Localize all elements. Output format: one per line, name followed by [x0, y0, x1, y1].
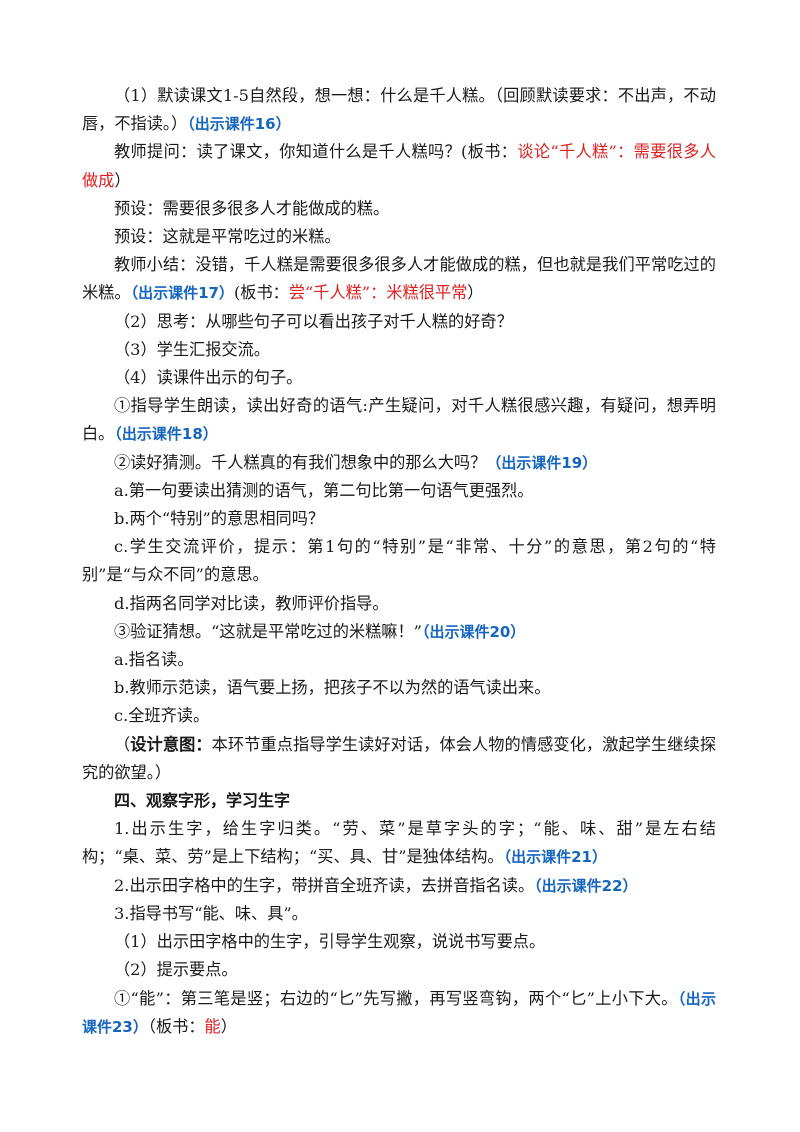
paragraph: b.两个“特别”的意思相同吗？	[82, 505, 716, 533]
text-run: ①指导学生朗读，读出好奇的语气:产生疑问，对千人糕很感兴趣，有疑问，想弄明白。	[82, 396, 716, 444]
paragraph: b.教师示范读，语气要上扬，把孩子不以为然的语气读出来。	[82, 674, 716, 702]
text-run: （4）读课件出示的句子。	[114, 368, 303, 388]
text-run: 教师提问：读了课文，你知道什么是千人糕吗？(板书：	[114, 142, 518, 162]
paragraph: （2）提示要点。	[82, 956, 716, 984]
paragraph: d.指两名同学对比读，教师评价指导。	[82, 590, 716, 618]
paragraph: （1）出示田字格中的生字，引导学生观察，说说书写要点。	[82, 928, 716, 956]
text-run: 预设：需要很多很多人才能做成的糕。	[114, 198, 390, 218]
paragraph: ②读好猜测。千人糕真的有我们想象中的那么大吗？（出示课件19）	[82, 449, 716, 477]
text-run: (板书：	[233, 283, 289, 303]
paragraph: ①“能”：第三笔是竖；右边的“匕”先写撇，再写竖弯钩，两个“匕”上小下大。（出示…	[82, 985, 716, 1041]
text-run: 1.出示生字，给生字归类。“劳、菜”是草字头的字；“能、味、甜”是左右结构；“桌…	[82, 819, 716, 867]
text-run: ）	[114, 170, 131, 190]
paragraph: 教师提问：读了课文，你知道什么是千人糕吗？(板书：谈论“千人糕”：需要很多人做成…	[82, 138, 716, 194]
text-run: b.两个“特别”的意思相同吗？	[114, 509, 325, 529]
paragraph: 教师小结：没错，千人糕是需要很多很多人才能做成的糕，但也就是我们平常吃过的米糕。…	[82, 251, 716, 307]
text-run: a.第一句要读出猜测的语气，第二句比第一句语气更强烈。	[114, 480, 534, 500]
text-run: 本环节重点指导学生读好对话，体会人物的情感变化，激起学生继续探究的欲望。）	[82, 734, 717, 782]
paragraph: 预设：这就是平常吃过的米糕。	[82, 223, 716, 251]
board-note: 能	[204, 1016, 221, 1036]
courseware-reference: （出示课件17）	[130, 284, 234, 303]
text-run: （	[114, 734, 131, 754]
paragraph: c.学生交流评价，提示：第1句的“特别”是“非常、十分”的意思，第2句的“特别”…	[82, 533, 716, 589]
courseware-reference: （出示课件21）	[503, 848, 607, 867]
courseware-reference: （出示课件18）	[114, 425, 218, 444]
paragraph: 1.出示生字，给生字归类。“劳、菜”是草字头的字；“能、味、甜”是左右结构；“桌…	[82, 815, 716, 871]
text-run: （板书：	[147, 1016, 205, 1036]
text-run: ②读好猜测。千人糕真的有我们想象中的那么大吗？	[114, 452, 487, 472]
text-run: 预设：这就是平常吃过的米糕。	[114, 227, 341, 247]
text-run: （2）思考：从哪些句子可以看出孩子对千人糕的好奇？	[114, 311, 513, 331]
text-run: c.学生交流评价，提示：第1句的“特别”是“非常、十分”的意思，第2句的“特别”…	[82, 537, 716, 585]
text-run: a.指名读。	[114, 650, 194, 670]
courseware-reference: （出示课件20）	[421, 622, 526, 641]
paragraph: 3.指导书写“能、味、具”。	[82, 900, 716, 928]
paragraph: （3）学生汇报交流。	[82, 336, 716, 364]
courseware-reference: （出示课件23）	[82, 989, 716, 1036]
text-run: b.教师示范读，语气要上扬，把孩子不以为然的语气读出来。	[114, 678, 551, 698]
design-intent-label: 设计意图：	[130, 734, 212, 754]
text-run: ）	[220, 1016, 237, 1036]
paragraph: （设计意图：本环节重点指导学生读好对话，体会人物的情感变化，激起学生继续探究的欲…	[82, 731, 716, 787]
text-run: ③验证猜想。“这就是平常吃过的米糕嘛！”	[114, 621, 422, 641]
paragraph: ①指导学生朗读，读出好奇的语气:产生疑问，对千人糕很感兴趣，有疑问，想弄明白。（…	[82, 392, 716, 448]
paragraph: （1）默读课文1-5自然段，想一想：什么是千人糕。（回顾默读要求：不出声，不动唇…	[82, 82, 716, 138]
paragraph: 四、观察字形，学习生字	[82, 787, 716, 815]
text-run: （1）默读课文1-5自然段，想一想：什么是千人糕。（回顾默读要求：不出声，不动唇…	[82, 86, 716, 134]
board-note: 尝“千人糕”：米糕很平常	[288, 283, 468, 303]
paragraph: 2.出示田字格中的生字，带拼音全班齐读，去拼音指名读。（出示课件22）	[82, 872, 716, 900]
paragraph: （2）思考：从哪些句子可以看出孩子对千人糕的好奇？	[82, 308, 716, 336]
text-run: 3.指导书写“能、味、具”。	[114, 903, 308, 923]
text-run: ①“能”：第三笔是竖；右边的“匕”先写撇，再写竖弯钩，两个“匕”上小下大。	[114, 988, 678, 1008]
text-run: （1）出示田字格中的生字，引导学生观察，说说书写要点。	[114, 932, 546, 952]
paragraph: a.第一句要读出猜测的语气，第二句比第一句语气更强烈。	[82, 477, 716, 505]
text-run: （3）学生汇报交流。	[114, 339, 270, 359]
board-note: 谈论“千人糕”：需要很多人做成	[82, 142, 716, 190]
text-run: d.指两名同学对比读，教师评价指导。	[114, 593, 389, 613]
paragraph: （4）读课件出示的句子。	[82, 364, 716, 392]
text-run: 教师小结：没错，千人糕是需要很多很多人才能做成的糕，但也就是我们平常吃过的米糕。	[82, 255, 716, 303]
text-run: （2）提示要点。	[114, 960, 238, 980]
paragraph: c.全班齐读。	[82, 702, 716, 730]
paragraph: a.指名读。	[82, 646, 716, 674]
courseware-reference: （出示课件22）	[534, 876, 638, 895]
courseware-reference: （出示课件19）	[486, 453, 598, 472]
paragraph: 预设：需要很多很多人才能做成的糕。	[82, 195, 716, 223]
text-run: c.全班齐读。	[114, 706, 210, 726]
text-run: 2.出示田字格中的生字，带拼音全班齐读，去拼音指名读。	[114, 875, 535, 895]
section-heading: 四、观察字形，学习生字	[114, 791, 291, 811]
document-body: （1）默读课文1-5自然段，想一想：什么是千人糕。（回顾默读要求：不出声，不动唇…	[82, 82, 716, 1041]
paragraph: ③验证猜想。“这就是平常吃过的米糕嘛！”（出示课件20）	[82, 618, 716, 646]
courseware-reference: （出示课件16）	[187, 115, 291, 134]
text-run: ）	[467, 283, 484, 303]
